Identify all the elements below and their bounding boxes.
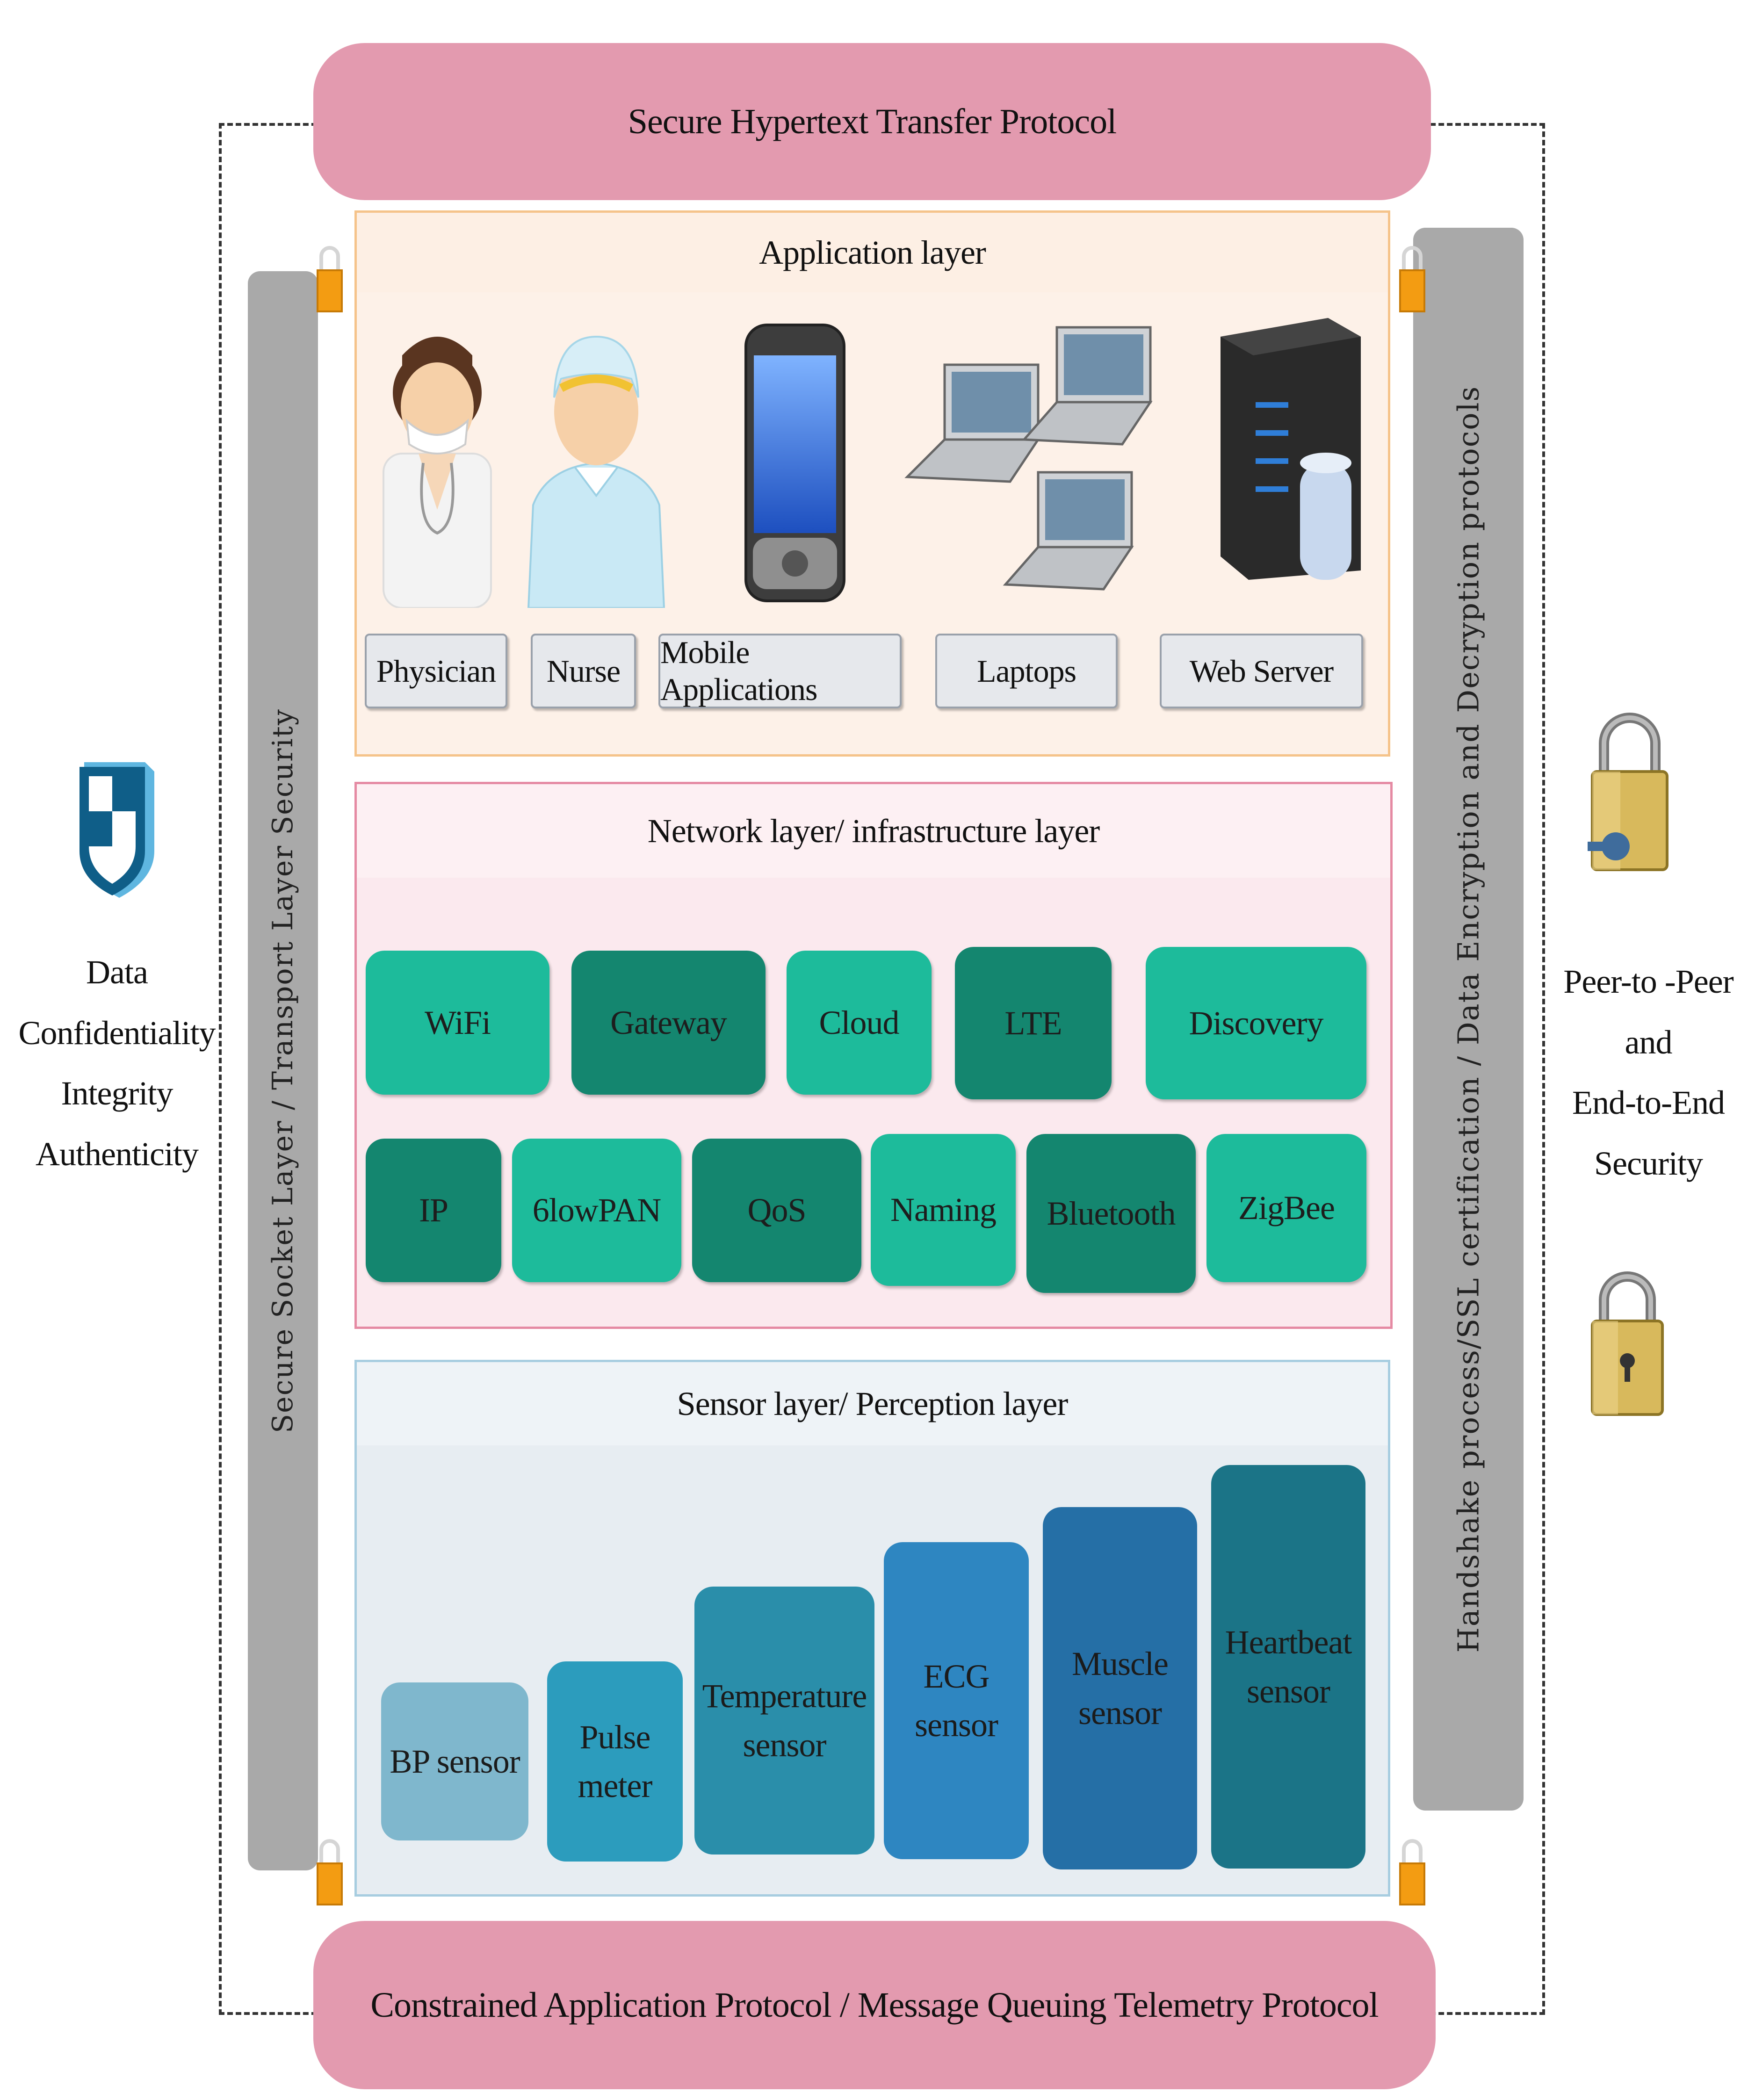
- 6lowpan-label: 6lowPAN: [532, 1191, 661, 1229]
- sensor-layer-title: Sensor layer/ Perception layer: [677, 1385, 1069, 1422]
- lock-with-key-icon: [1588, 713, 1669, 871]
- net-gateway: Gateway: [571, 951, 766, 1095]
- security-label: Security: [1594, 1144, 1703, 1182]
- network-layer-title: Network layer/ infrastructure layer: [647, 812, 1100, 850]
- net-6lowpan: 6lowPAN: [512, 1139, 681, 1282]
- physician-label: Physician: [376, 653, 496, 689]
- physician-icon: [383, 337, 492, 608]
- net-lte: LTE: [955, 947, 1112, 1099]
- sensor-pulse-meter: Pulse meter: [547, 1661, 683, 1862]
- laptops-label: Laptops: [976, 653, 1076, 689]
- zigbee-label: ZigBee: [1238, 1189, 1335, 1227]
- application-layer-header: [357, 213, 1388, 292]
- naming-label: Naming: [890, 1191, 997, 1228]
- handshake-label: Handshake process/SSL certification / Da…: [1451, 385, 1486, 1653]
- laptops-icon: [904, 326, 1153, 591]
- app-label-laptops: Laptops: [935, 634, 1118, 708]
- nurse-label: Nurse: [546, 653, 621, 689]
- bluetooth-label: Bluetooth: [1047, 1194, 1176, 1232]
- net-discovery: Discovery: [1146, 947, 1366, 1099]
- sensor-layer-header: [357, 1362, 1388, 1445]
- small-lock-icon: [1399, 1839, 1425, 1905]
- sensor-temperature: Temperature sensor: [694, 1587, 874, 1855]
- app-label-web-server: Web Server: [1160, 634, 1363, 708]
- wifi-label: WiFi: [424, 1003, 491, 1041]
- web-server-icon: [1221, 318, 1361, 580]
- handshake-bar: Handshake process/SSL certification / Da…: [1413, 228, 1524, 1811]
- top-protocol-pill: Secure Hypertext Transfer Protocol: [313, 43, 1431, 200]
- temperature-sensor-label: Temperature sensor: [702, 1677, 867, 1764]
- small-lock-icon: [317, 1839, 343, 1905]
- net-bluetooth: Bluetooth: [1026, 1134, 1196, 1293]
- mobile-phone-icon: [744, 324, 845, 602]
- peer-security-text: Peer-to -Peer and End-to-End Security: [1557, 952, 1740, 1194]
- padlock-icon: [1591, 1271, 1664, 1416]
- integrity-label: Integrity: [61, 1075, 173, 1112]
- lte-label: LTE: [1004, 1004, 1062, 1042]
- bottom-protocol-pill: Constrained Application Protocol / Messa…: [313, 1921, 1436, 2089]
- security-goals-text: Data Confidentiality Integrity Authentic…: [14, 942, 220, 1184]
- top-protocol-label: Secure Hypertext Transfer Protocol: [628, 101, 1117, 141]
- authenticity-label: Authenticity: [36, 1135, 199, 1173]
- gateway-label: Gateway: [610, 1003, 727, 1041]
- discovery-label: Discovery: [1189, 1004, 1324, 1042]
- net-qos: QoS: [692, 1139, 861, 1282]
- network-layer-header: [357, 784, 1390, 878]
- bottom-protocol-label: Constrained Application Protocol / Messa…: [370, 1985, 1379, 2025]
- ssl-tls-bar: Secure Socket Layer / Transport Layer Se…: [248, 271, 318, 1870]
- net-wifi: WiFi: [366, 951, 549, 1095]
- shield-icon: [79, 762, 154, 898]
- ssl-tls-label: Secure Socket Layer / Transport Layer Se…: [267, 708, 299, 1433]
- app-label-nurse: Nurse: [531, 634, 636, 708]
- app-label-physician: Physician: [365, 634, 507, 708]
- ip-label: IP: [419, 1191, 448, 1229]
- sensor-ecg: ECG sensor: [884, 1542, 1029, 1859]
- application-layer-title: Application layer: [759, 233, 986, 271]
- net-naming: Naming: [871, 1134, 1016, 1286]
- sensor-heartbeat: Heartbeat sensor: [1211, 1465, 1365, 1869]
- heartbeat-sensor-label: Heartbeat sensor: [1225, 1624, 1352, 1710]
- pulse-meter-label: Pulse meter: [578, 1718, 653, 1804]
- sensor-muscle: Muscle sensor: [1043, 1507, 1197, 1869]
- end-to-end-label: End-to-End: [1572, 1084, 1725, 1122]
- and-label: and: [1625, 1023, 1673, 1061]
- net-zigbee: ZigBee: [1206, 1134, 1366, 1282]
- app-label-mobile-applications: Mobile Applications: [658, 634, 902, 708]
- web-server-label: Web Server: [1189, 653, 1334, 689]
- ecg-sensor-label: ECG sensor: [915, 1657, 998, 1744]
- small-lock-icon: [1399, 246, 1425, 312]
- net-cloud: Cloud: [787, 951, 932, 1095]
- cloud-label: Cloud: [819, 1003, 899, 1041]
- net-ip: IP: [366, 1139, 501, 1282]
- muscle-sensor-label: Muscle sensor: [1072, 1645, 1169, 1732]
- qos-label: QoS: [747, 1191, 806, 1229]
- nurse-icon: [527, 335, 665, 608]
- peer-to-peer-label: Peer-to -Peer: [1563, 963, 1734, 1000]
- data-label: Data: [86, 953, 148, 991]
- small-lock-icon: [317, 246, 343, 312]
- bp-sensor-label: BP sensor: [390, 1742, 520, 1780]
- confidentiality-label: Confidentiality: [18, 1014, 216, 1052]
- mobile-applications-label: Mobile Applications: [660, 635, 818, 707]
- sensor-bp: BP sensor: [381, 1682, 528, 1840]
